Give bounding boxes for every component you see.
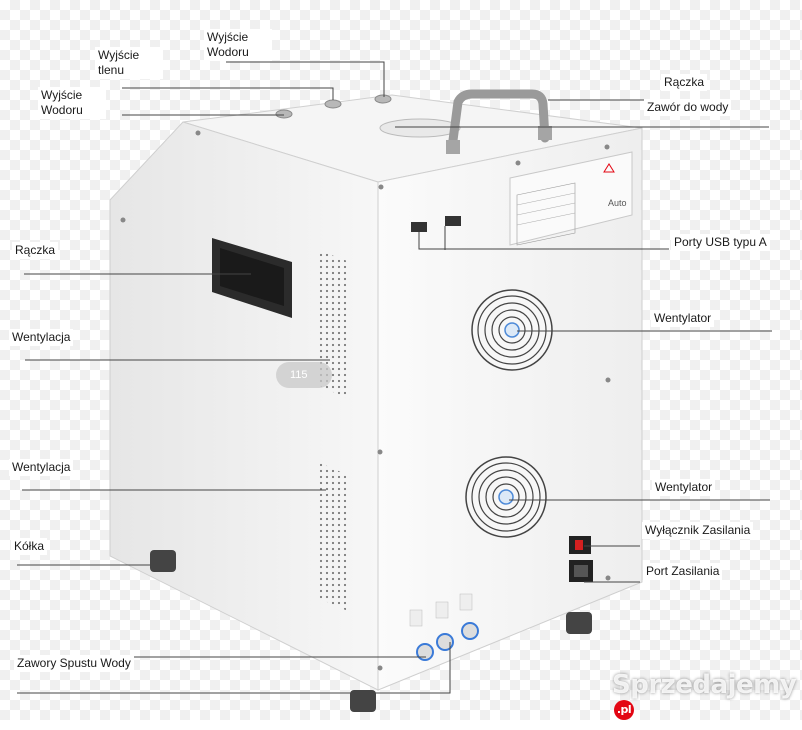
drain-valve-1 [416,643,434,661]
label-power-switch: Wyłącznik Zasilania [642,522,754,539]
drain-valve-2 [436,633,454,651]
image-counter-badge: 115 [276,362,332,388]
watermark-suffix: .pl [614,700,634,720]
usb-port-2 [445,216,461,226]
top-handle [447,89,550,153]
hydrogen-port-top [374,94,392,104]
sticker-auto-text: Auto [608,198,627,208]
label-ventilation-upper: Wentylacja [9,329,74,346]
label-usb-ports: Porty USB typu A [671,234,770,251]
label-handle-top: Rączka [661,74,708,91]
oxygen-port [324,99,342,109]
usb-port-1 [411,222,427,232]
callout-lines [17,61,772,694]
hydrogen-port-left [275,109,293,119]
label-power-port: Port Zasilania [643,563,723,580]
label-ventilation-lower: Wentylacja [9,459,74,476]
water-valve-cap [379,118,461,138]
side-vent-lower [318,462,350,612]
label-drain-valves: Zawory Spustu Wody [14,655,134,672]
drain-valve-3 [461,622,479,640]
label-wheels: Kółka [11,538,48,555]
label-water-valve: Zawór do wody [644,99,732,116]
label-fan-lower: Wentylator [652,479,716,496]
label-handle-side: Rączka [12,242,59,259]
side-vent-upper [318,250,350,400]
wheels [150,550,592,712]
watermark-text: Sprzedajemy [612,670,797,700]
device-left-face [109,121,379,691]
info-sticker [509,151,633,246]
fan-lower [465,456,547,538]
label-fan-upper: Wentylator [651,310,715,327]
site-watermark: Sprzedajemy.pl [612,670,802,730]
fan-upper [471,289,553,371]
